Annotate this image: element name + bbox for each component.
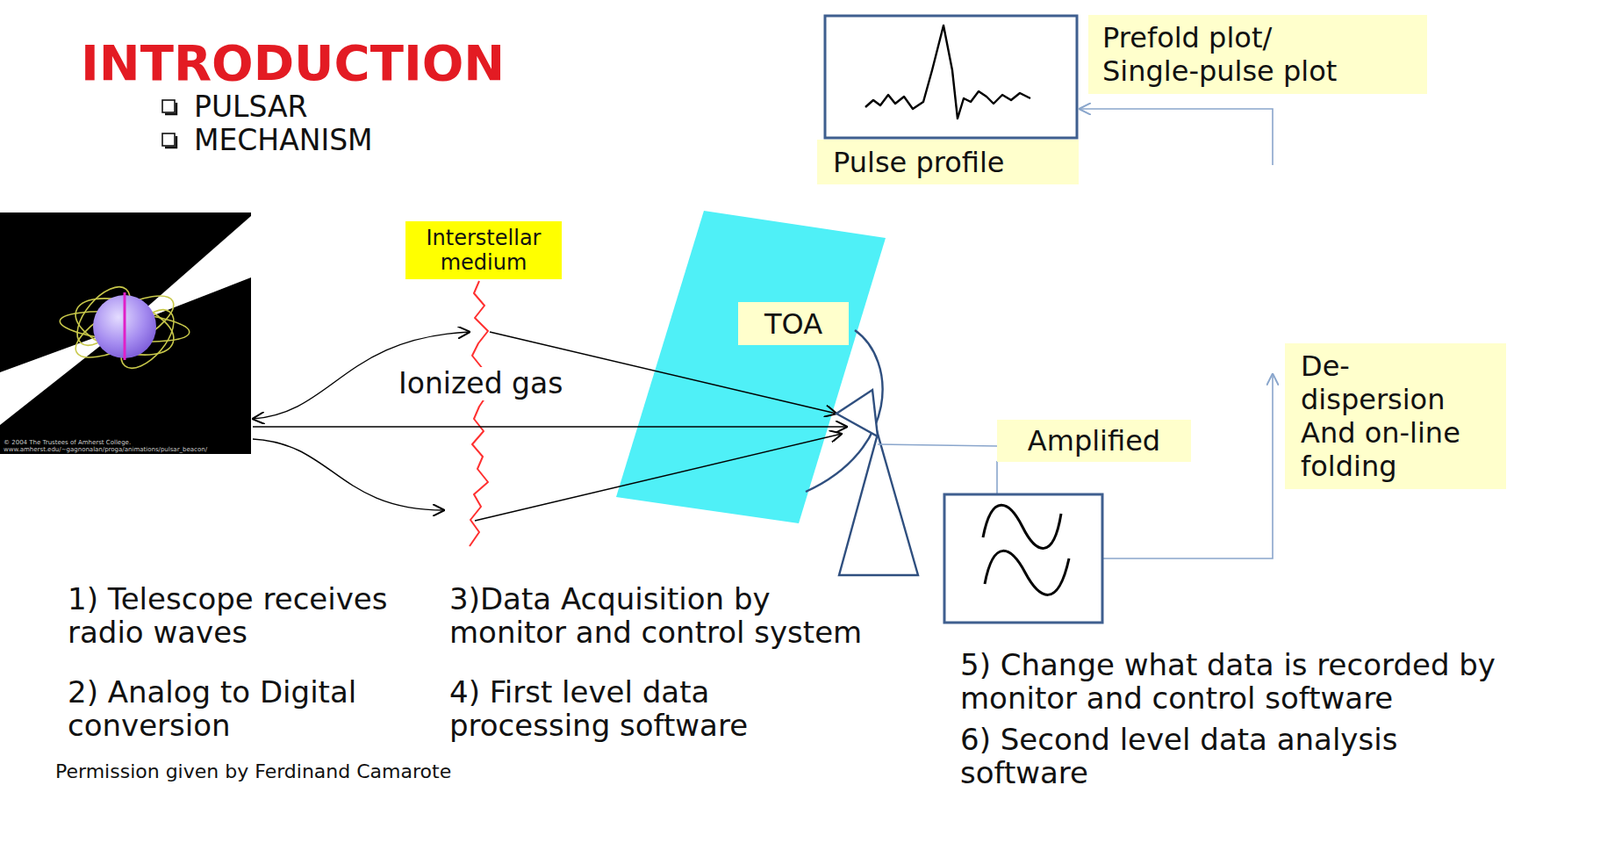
bullet-shadow [165,102,177,115]
bullet-item: PULSAR [193,90,309,124]
signal-arrow [252,438,445,510]
feed-cable [877,444,998,446]
field-line [68,286,181,366]
bullet-square [162,133,175,146]
step-note: 4) First level data processing software [449,674,817,742]
signal-arrow [252,425,847,427]
credit-note: Permission given by Ferdinand Camarote [55,760,452,783]
box-label: Pulse profile [832,145,1005,180]
flow-arrow [1102,373,1273,559]
box-label: Prefold plot/ Single-pulse plot [1102,21,1372,88]
flow-arrow [1079,108,1273,166]
step-note: 5) Change what data is recorded by monit… [960,647,1557,715]
step-note: 3)Data Acquisition by monitor and contro… [449,581,880,649]
plot-frame [825,15,1077,138]
bullet-squares [162,100,177,148]
field-lines [58,278,191,378]
box-label: De- dispersion And on-line folding [1300,349,1481,483]
picture-ground [0,212,252,454]
cyan-band [616,210,886,524]
signal-box [944,494,1103,623]
box-label: TOA [764,307,823,341]
rotation-axis [123,292,127,360]
field-line [67,283,182,369]
label-box: Pulse profile [817,139,1079,185]
copyright-note: © 2004 The Trustees of Amherst College. … [3,438,248,453]
mount [839,433,919,575]
step-note: 2) Analog to Digital conversion [67,674,435,742]
label-box: Prefold plot/ Single-pulse plot [1088,14,1428,94]
bullet-item: MECHANISM [193,123,374,158]
bullet-shadow [165,136,177,148]
label-box: TOA [738,301,849,345]
signal-arrows [252,331,847,521]
box-label: Interstellar medium [413,225,554,275]
label-box: Interstellar medium [405,221,562,280]
pulse-plot [825,15,1077,138]
feed [836,389,878,437]
box-label: Amplified [1027,423,1161,458]
signal-arrow [474,433,842,521]
slide-title: INTRODUCTION [80,38,505,88]
signal-frame [944,494,1103,623]
medium-line [469,280,488,546]
bullet-square [162,100,175,113]
radio-telescope [805,330,919,575]
pulsar-picture [0,212,252,454]
feed-cable [996,460,998,494]
step-note: 6) Second level data analysis software [960,722,1468,790]
pulse-curve [865,25,1031,119]
label-box: De- dispersion And on-line folding [1284,343,1507,489]
step-note: 1) Telescope receives radio waves [67,581,435,649]
sine-wave [982,504,1062,548]
region-label: Ionized gas [395,366,566,401]
label-box: Amplified [997,419,1192,462]
sine-wave [984,550,1070,595]
